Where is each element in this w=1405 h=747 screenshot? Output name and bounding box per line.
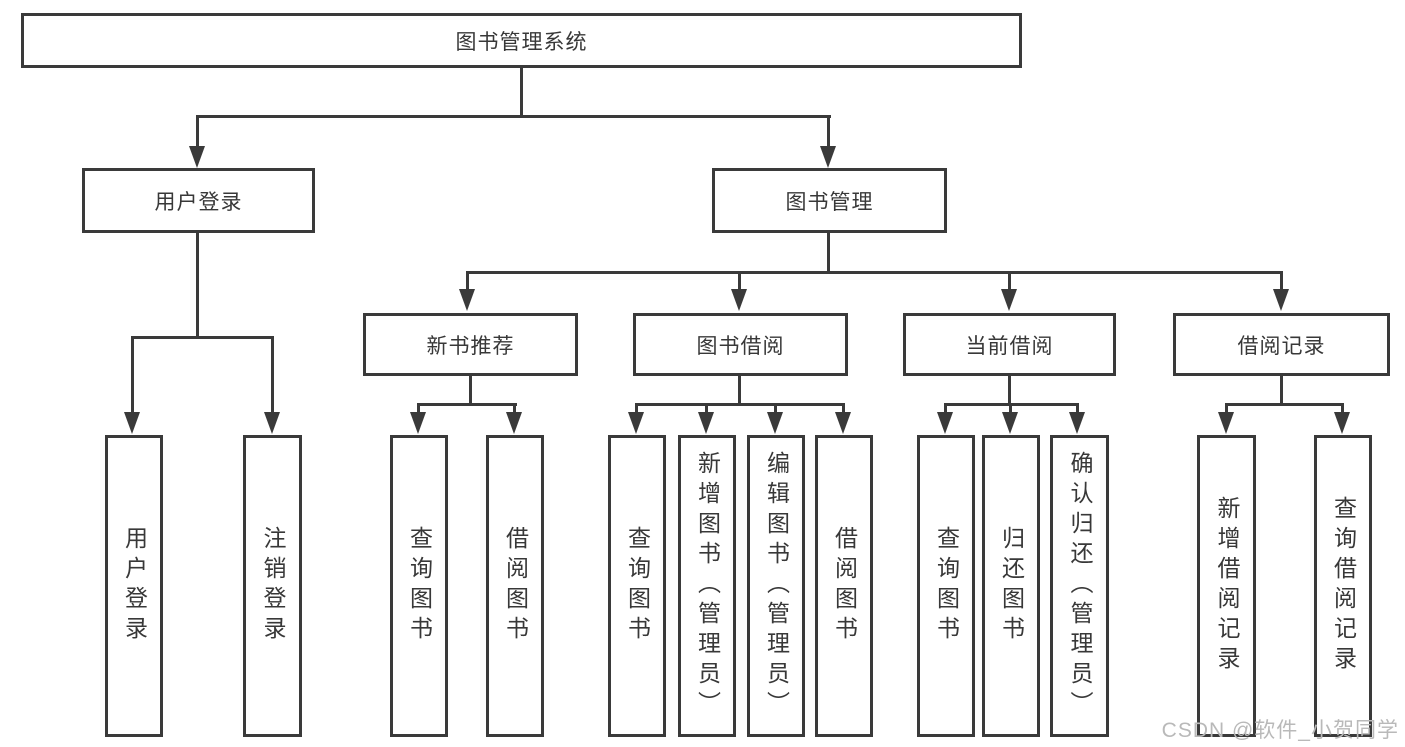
leaf-query-books-current: 查询图书 — [917, 435, 975, 737]
node-label: 查询图书 — [406, 526, 433, 646]
leaf-confirm-return-admin: 确认归还（管理员） — [1050, 435, 1109, 737]
connector-line — [196, 115, 831, 118]
connector-line — [469, 376, 472, 406]
arrow-down-icon — [189, 146, 205, 168]
arrow-down-icon — [767, 412, 783, 434]
node-label: 借阅图书 — [502, 526, 529, 646]
node-label: 图书管理系统 — [455, 30, 588, 54]
leaf-user-login: 用户登录 — [105, 435, 163, 737]
arrow-down-icon — [1001, 289, 1017, 311]
node-label: 新增图书（管理员） — [694, 451, 721, 721]
node-label: 用户登录 — [121, 526, 148, 646]
connector-line — [774, 403, 777, 415]
node-book-borrowing: 图书借阅 — [633, 313, 848, 376]
node-label: 注销登录 — [260, 526, 286, 646]
connector-line — [1076, 403, 1079, 415]
connector-line — [466, 271, 469, 291]
connector-line — [842, 403, 845, 415]
leaf-return-books: 归还图书 — [982, 435, 1040, 737]
connector-line — [1280, 376, 1283, 406]
node-label: 确认归还（管理员） — [1067, 451, 1093, 721]
connector-line — [705, 403, 708, 415]
node-label: 查询借阅记录 — [1330, 496, 1357, 676]
node-library-management-system: 图书管理系统 — [21, 13, 1022, 68]
node-label: 图书借阅 — [696, 334, 785, 358]
leaf-borrow-books-borrowing: 借阅图书 — [815, 435, 873, 737]
connector-line — [827, 115, 830, 148]
connector-line — [1009, 403, 1012, 415]
node-book-management: 图书管理 — [712, 168, 947, 233]
arrow-down-icon — [459, 289, 475, 311]
leaf-query-books-recommend: 查询图书 — [390, 435, 448, 737]
leaf-add-borrow-record: 新增借阅记录 — [1197, 435, 1256, 737]
connector-line — [944, 403, 947, 415]
arrow-down-icon — [1218, 412, 1234, 434]
arrow-down-icon — [124, 412, 140, 434]
node-new-book-recommendation: 新书推荐 — [363, 313, 578, 376]
node-label: 图书管理 — [785, 190, 874, 214]
connector-line — [1008, 376, 1011, 406]
connector-line — [417, 403, 517, 406]
connector-line — [196, 233, 199, 339]
arrow-down-icon — [820, 146, 836, 168]
node-borrowing-records: 借阅记录 — [1173, 313, 1390, 376]
arrow-down-icon — [1069, 412, 1085, 434]
node-label: 归还图书 — [998, 526, 1025, 646]
connector-line — [1225, 403, 1344, 406]
connector-line — [1225, 403, 1228, 415]
leaf-query-books-borrowing: 查询图书 — [608, 435, 666, 737]
leaf-add-books-admin: 新增图书（管理员） — [678, 435, 736, 737]
node-label: 当前借阅 — [965, 334, 1054, 358]
arrow-down-icon — [506, 412, 522, 434]
connector-line — [1280, 271, 1283, 291]
arrow-down-icon — [698, 412, 714, 434]
connector-line — [417, 403, 420, 415]
connector-line — [271, 336, 274, 413]
leaf-query-borrow-record: 查询借阅记录 — [1314, 435, 1372, 737]
arrow-down-icon — [264, 412, 280, 434]
node-label: 借阅图书 — [831, 526, 858, 646]
leaf-borrow-books-recommend: 借阅图书 — [486, 435, 544, 737]
arrow-down-icon — [835, 412, 851, 434]
node-user-login: 用户登录 — [82, 168, 315, 233]
node-label: 新增借阅记录 — [1214, 496, 1240, 676]
connector-line — [738, 271, 741, 291]
connector-line — [635, 403, 638, 415]
connector-line — [827, 233, 830, 274]
leaf-edit-books-admin: 编辑图书（管理员） — [747, 435, 805, 737]
arrow-down-icon — [1273, 289, 1289, 311]
arrow-down-icon — [410, 412, 426, 434]
arrow-down-icon — [731, 289, 747, 311]
node-current-borrowing: 当前借阅 — [903, 313, 1116, 376]
arrow-down-icon — [937, 412, 953, 434]
connector-line — [1008, 271, 1011, 291]
connector-line — [131, 336, 134, 413]
node-label: 用户登录 — [154, 190, 243, 214]
csdn-watermark: CSDN @软件_小贺同学 — [1161, 719, 1399, 742]
connector-line — [520, 68, 523, 118]
arrow-down-icon — [1002, 412, 1018, 434]
arrow-down-icon — [628, 412, 644, 434]
node-label: 新书推荐 — [426, 334, 515, 358]
node-label: 查询图书 — [624, 526, 651, 646]
arrow-down-icon — [1334, 412, 1350, 434]
connector-line — [513, 403, 516, 415]
connector-line — [1341, 403, 1344, 415]
node-label: 借阅记录 — [1237, 334, 1326, 358]
node-label: 编辑图书（管理员） — [763, 451, 790, 721]
node-label: 查询图书 — [933, 526, 960, 646]
connector-line — [738, 376, 741, 406]
connector-line — [131, 336, 274, 339]
connector-line — [466, 271, 1283, 274]
connector-line — [196, 115, 199, 148]
connector-line — [635, 403, 845, 406]
leaf-logout: 注销登录 — [243, 435, 302, 737]
